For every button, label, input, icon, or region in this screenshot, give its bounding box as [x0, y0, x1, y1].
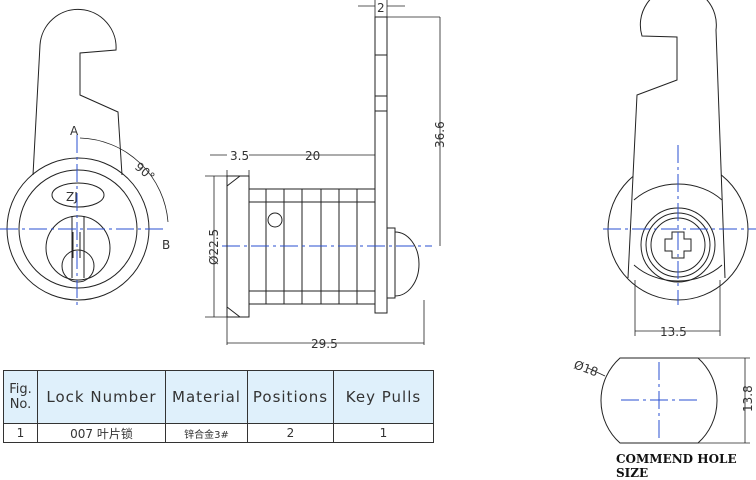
key-bow: [61, 249, 95, 283]
dim-body: 20: [305, 149, 320, 163]
logo-text: ZJ: [66, 190, 78, 204]
header-positions: Positions: [247, 370, 334, 424]
dim-hole-diameter: Ø18: [572, 358, 600, 380]
logo-ellipse: [51, 182, 105, 208]
cam-outline: [32, 8, 123, 176]
side-view: 3.5 20 2 36.6 Ø22.5 29.5: [205, 0, 447, 351]
cam-outline-rear: [627, 0, 726, 279]
cross-key-icon: [664, 231, 692, 259]
dim-cam-height: 36.6: [433, 121, 447, 148]
flange-inner: [18, 169, 138, 289]
dim-diameter: Ø22.5: [207, 229, 221, 265]
cell-material: 锌合金3#: [165, 423, 248, 443]
label-a: A: [70, 124, 79, 138]
hole-view: Ø18 13.8: [572, 357, 755, 444]
dim-flange: 3.5: [230, 149, 249, 163]
cell-positions: 2: [247, 423, 334, 443]
angle-label: 90°: [132, 160, 157, 184]
table-header: Fig. No. Lock Number Material Positions …: [3, 370, 434, 424]
label-b: B: [162, 238, 170, 252]
header-fig: Fig. No.: [3, 370, 38, 424]
rear-view: 13.5: [603, 0, 756, 339]
rotation-arc: [79, 137, 169, 223]
header-key-pulls: Key Pulls: [333, 370, 434, 424]
header-lock-number: Lock Number: [37, 370, 166, 424]
plug-circle: [45, 215, 111, 281]
hole-caption: COMMEND HOLE SIZE: [616, 452, 737, 480]
cell-lock-number: 007 叶片锁: [37, 423, 166, 443]
cell-key-pulls: 1: [333, 423, 434, 443]
technical-drawing: ZJ A B 90° 3.5 20 2 36.6 Ø22.5 29.5: [0, 0, 756, 444]
dim-total: 29.5: [311, 337, 338, 351]
dim-hole-height: 13.8: [741, 385, 755, 412]
cylinder-dome: [394, 231, 420, 297]
header-material: Material: [165, 370, 248, 424]
table-row: 1 007 叶片锁 锌合金3# 2 1: [3, 423, 434, 443]
front-view: ZJ A B 90°: [0, 8, 170, 305]
cam-plate: [374, 16, 388, 314]
spec-table: Fig. No. Lock Number Material Positions …: [3, 370, 434, 443]
dim-width: 13.5: [660, 325, 687, 339]
cell-fig: 1: [3, 423, 38, 443]
keyway: [71, 216, 85, 278]
dim-plate: 2: [377, 1, 385, 15]
